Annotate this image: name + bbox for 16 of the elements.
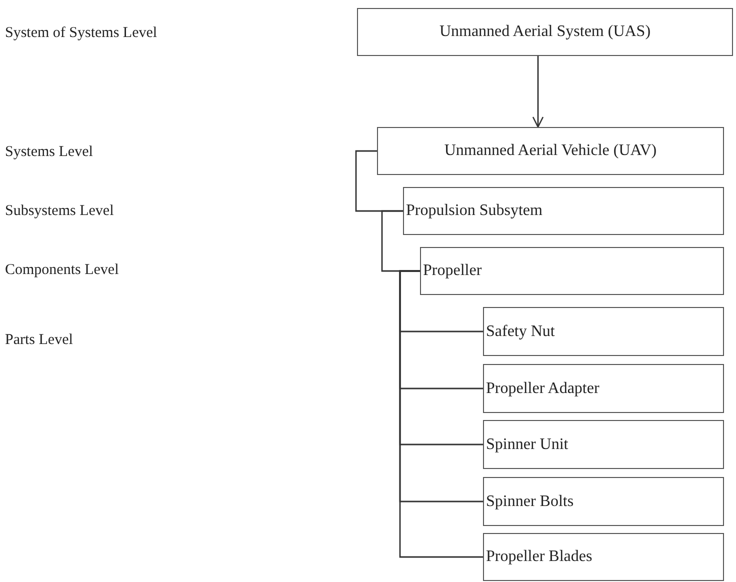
hierarchy-box: Propulsion Subsytem	[403, 187, 724, 235]
level-label: Components Level	[5, 261, 119, 279]
level-label: Parts Level	[5, 331, 73, 349]
level-label: System of Systems Level	[5, 24, 158, 42]
hierarchy-box: Propeller Blades	[483, 533, 724, 581]
hierarchy-box: Unmanned Aerial Vehicle (UAV)	[377, 127, 724, 175]
hierarchy-box: Spinner Unit	[483, 420, 724, 469]
level-label: Subsystems Level	[5, 202, 114, 220]
hierarchy-box: Unmanned Aerial System (UAS)	[357, 8, 733, 56]
hierarchy-box: Safety Nut	[483, 307, 724, 356]
hierarchy-box: Spinner Bolts	[483, 477, 724, 526]
level-label: Systems Level	[5, 143, 93, 161]
connector-line	[399, 270, 483, 558]
hierarchy-box: Propeller	[420, 247, 724, 295]
connector-line	[532, 56, 544, 128]
hierarchy-box: Propeller Adapter	[483, 364, 724, 413]
